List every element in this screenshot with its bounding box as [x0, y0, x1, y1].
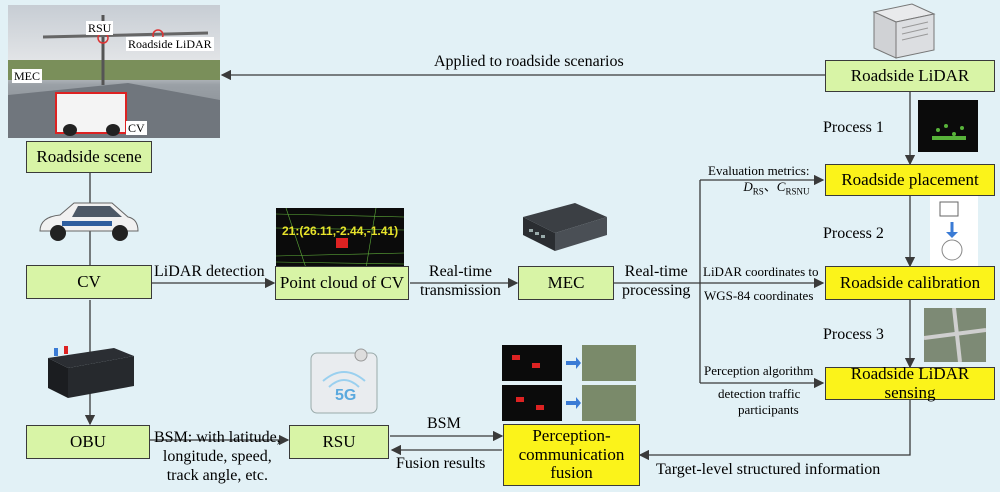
edge-label-transmission-line1: Real-time	[428, 263, 492, 280]
edge-label-process1: Process 1	[823, 119, 884, 136]
node-mec: MEC	[518, 266, 614, 300]
edge-label-transmission: Real-time transmission	[420, 262, 501, 300]
roadside-scene-drawing	[8, 15, 220, 138]
photo-label-rsu: RSU	[86, 21, 114, 35]
mec-device-icon	[523, 203, 607, 251]
fusion-result-images	[502, 345, 636, 423]
edge-label-processing-line1: Real-time	[624, 263, 688, 280]
edge-label-process2: Process 2	[823, 225, 884, 242]
rsu-device-icon: 5G	[305, 347, 383, 419]
node-roadside-placement: Roadside placement	[825, 164, 995, 196]
rsu-5g-label: 5G	[335, 387, 357, 404]
edge-label-processing-line2: processing	[622, 282, 691, 300]
metric-sep: 、	[763, 178, 777, 194]
process1-pointcloud-image	[918, 100, 978, 152]
metric-c: C	[776, 178, 786, 194]
node-point-cloud: Point cloud of CV	[275, 266, 409, 300]
point-cloud-image: 21:(26.11,-2.44,-1.41)	[276, 208, 404, 268]
node-rsu: RSU	[289, 425, 389, 459]
photo-label-cv: CV	[126, 121, 147, 135]
edge-label-bsm: BSM	[427, 415, 461, 432]
metric-d: D	[743, 178, 753, 194]
node-roadside-scene: Roadside scene	[26, 141, 152, 173]
process2-calibration-diagram	[930, 196, 978, 266]
photo-label-mec: MEC	[12, 69, 43, 83]
edge-label-bsm-info-line3: track angle, etc.	[166, 467, 268, 485]
edge-label-lidar-coords-line1: LiDAR coordinates to	[703, 264, 819, 279]
edge-label-perception-line3: participants	[738, 402, 799, 417]
eval-metrics-formula: DRS、CRSNU	[708, 179, 809, 197]
edge-label-eval-metrics: Evaluation metrics: DRS、CRSNU	[708, 163, 809, 197]
node-perception-communication-fusion: Perception-communication fusion	[503, 424, 640, 486]
edge-label-target-level: Target-level structured information	[656, 461, 881, 478]
edge-label-eval-line1: Evaluation metrics:	[708, 163, 810, 178]
edge-label-lidar-coords-line2: WGS-84 coordinates	[704, 288, 814, 303]
edge-label-transmission-line2: transmission	[420, 282, 501, 300]
edge-label-lidar-detection: LiDAR detection	[154, 263, 265, 280]
photo-label-roadside-lidar: Roadside LiDAR	[126, 37, 214, 51]
edge-label-perception-line2: detection traffic	[718, 386, 801, 401]
cv-car-icon	[39, 202, 139, 241]
edge-label-process3: Process 3	[823, 326, 884, 343]
edge-label-bsm-info-line2: longitude, speed,	[162, 448, 272, 466]
edge-label-processing: Real-time processing	[622, 262, 690, 300]
metric-d-sub: RS	[752, 186, 764, 197]
node-obu: OBU	[26, 425, 150, 459]
point-cloud-readout: 21:(26.11,-2.44,-1.41)	[282, 224, 399, 238]
node-roadside-lidar-sensing: Roadside LiDAR sensing	[825, 364, 995, 401]
node-roadside-lidar: Roadside LiDAR	[825, 60, 995, 92]
edge-label-bsm-info-line1: BSM: with latitude,	[154, 429, 281, 446]
node-cv: CV	[26, 265, 152, 299]
arrow-target-level	[638, 400, 911, 461]
edge-label-perception-line1: Perception algorithm	[704, 363, 814, 378]
process3-aerial-image	[924, 308, 986, 362]
edge-label-fusion-results: Fusion results	[396, 455, 486, 472]
obu-device-icon	[48, 346, 134, 398]
roadside-scene-photo: RSU Roadside LiDAR MEC CV	[8, 5, 220, 138]
edge-label-applied: Applied to roadside scenarios	[434, 53, 624, 70]
node-roadside-calibration: Roadside calibration	[825, 266, 995, 300]
roadside-lidar-device-icon	[872, 3, 936, 59]
metric-c-sub: RSNU	[785, 186, 810, 197]
edge-label-bsm-info: BSM: with latitude, longitude, speed, tr…	[154, 428, 281, 486]
